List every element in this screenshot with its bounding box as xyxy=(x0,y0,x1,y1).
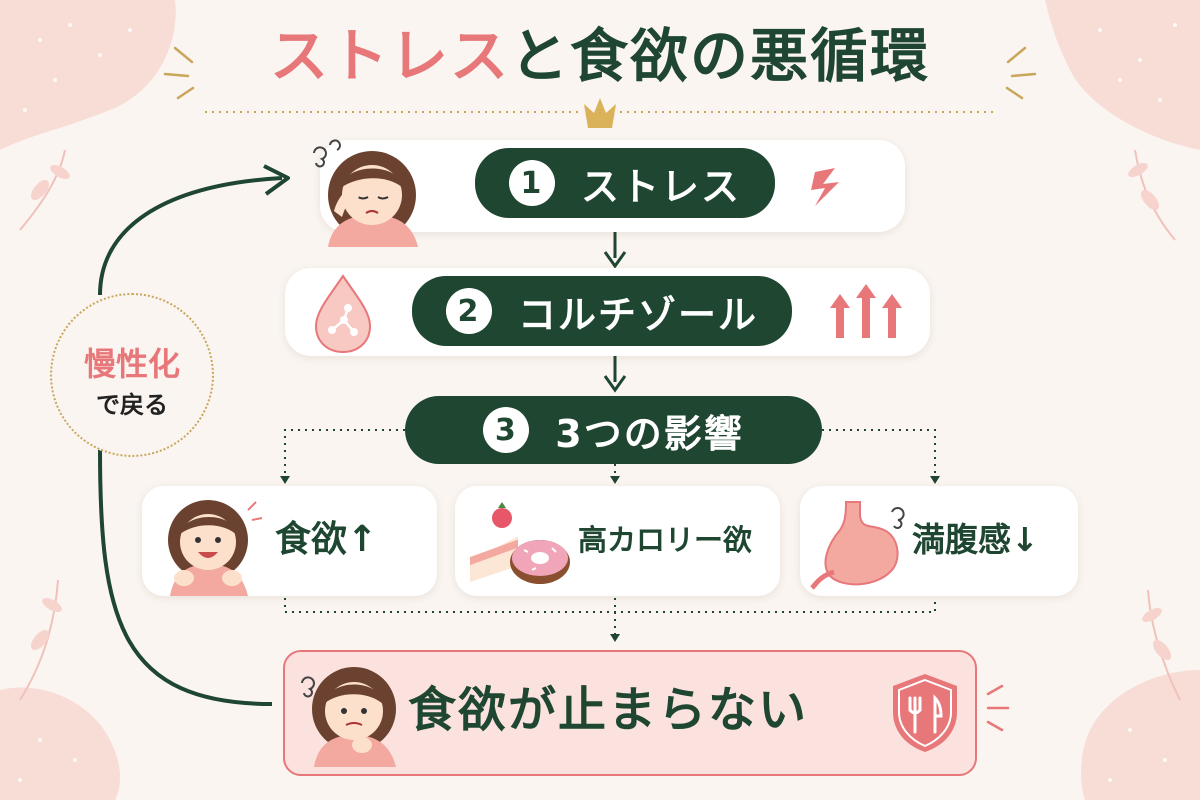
loop-back-label: 慢性化 で戻る xyxy=(50,293,214,457)
diagram-title: ストレスと食欲の悪循環 xyxy=(0,22,1200,92)
step-3-label: 3つの影響 xyxy=(555,411,744,456)
loop-label-line-1: 慢性化 xyxy=(83,345,180,383)
title-flourish xyxy=(163,46,1037,128)
step-2-pill: 2 コルチゾール xyxy=(412,276,792,346)
step-2-number: 2 xyxy=(445,288,492,334)
step-1-label: ストレス xyxy=(580,164,741,209)
happy-woman-icon xyxy=(168,500,263,596)
result-card xyxy=(283,650,977,776)
hormone-drop-icon xyxy=(314,274,372,354)
effect-label-satiety: 満腹感↓ xyxy=(912,520,1039,559)
loop-label-line-2: で戻る xyxy=(96,391,168,419)
effect-label-high-calorie: 高カロリー欲 xyxy=(578,523,753,557)
shield-fork-knife-icon xyxy=(893,674,957,752)
emphasis-lines-icon xyxy=(986,684,1010,732)
step-3-pill: 3 3つの影響 xyxy=(405,396,822,464)
lightning-icon xyxy=(811,168,839,206)
cake-donut-icon xyxy=(470,502,570,584)
stomach-icon xyxy=(810,501,905,590)
step-2-label: コルチゾール xyxy=(517,292,758,337)
effect-label-appetite: 食欲↑ xyxy=(275,519,378,560)
crown-icon xyxy=(584,98,616,128)
step-1-pill: 1 ストレス xyxy=(475,148,775,218)
step-3-number: 3 xyxy=(483,407,530,453)
rising-arrows-icon xyxy=(830,284,902,338)
title-part-2: と食欲の悪循環 xyxy=(510,22,931,90)
stressed-woman-icon xyxy=(313,139,418,247)
title-part-1: ストレス xyxy=(269,22,510,90)
worried-woman-icon xyxy=(301,667,396,767)
result-label: 食欲が止まらない xyxy=(408,682,809,738)
step-1-number: 1 xyxy=(508,160,555,206)
